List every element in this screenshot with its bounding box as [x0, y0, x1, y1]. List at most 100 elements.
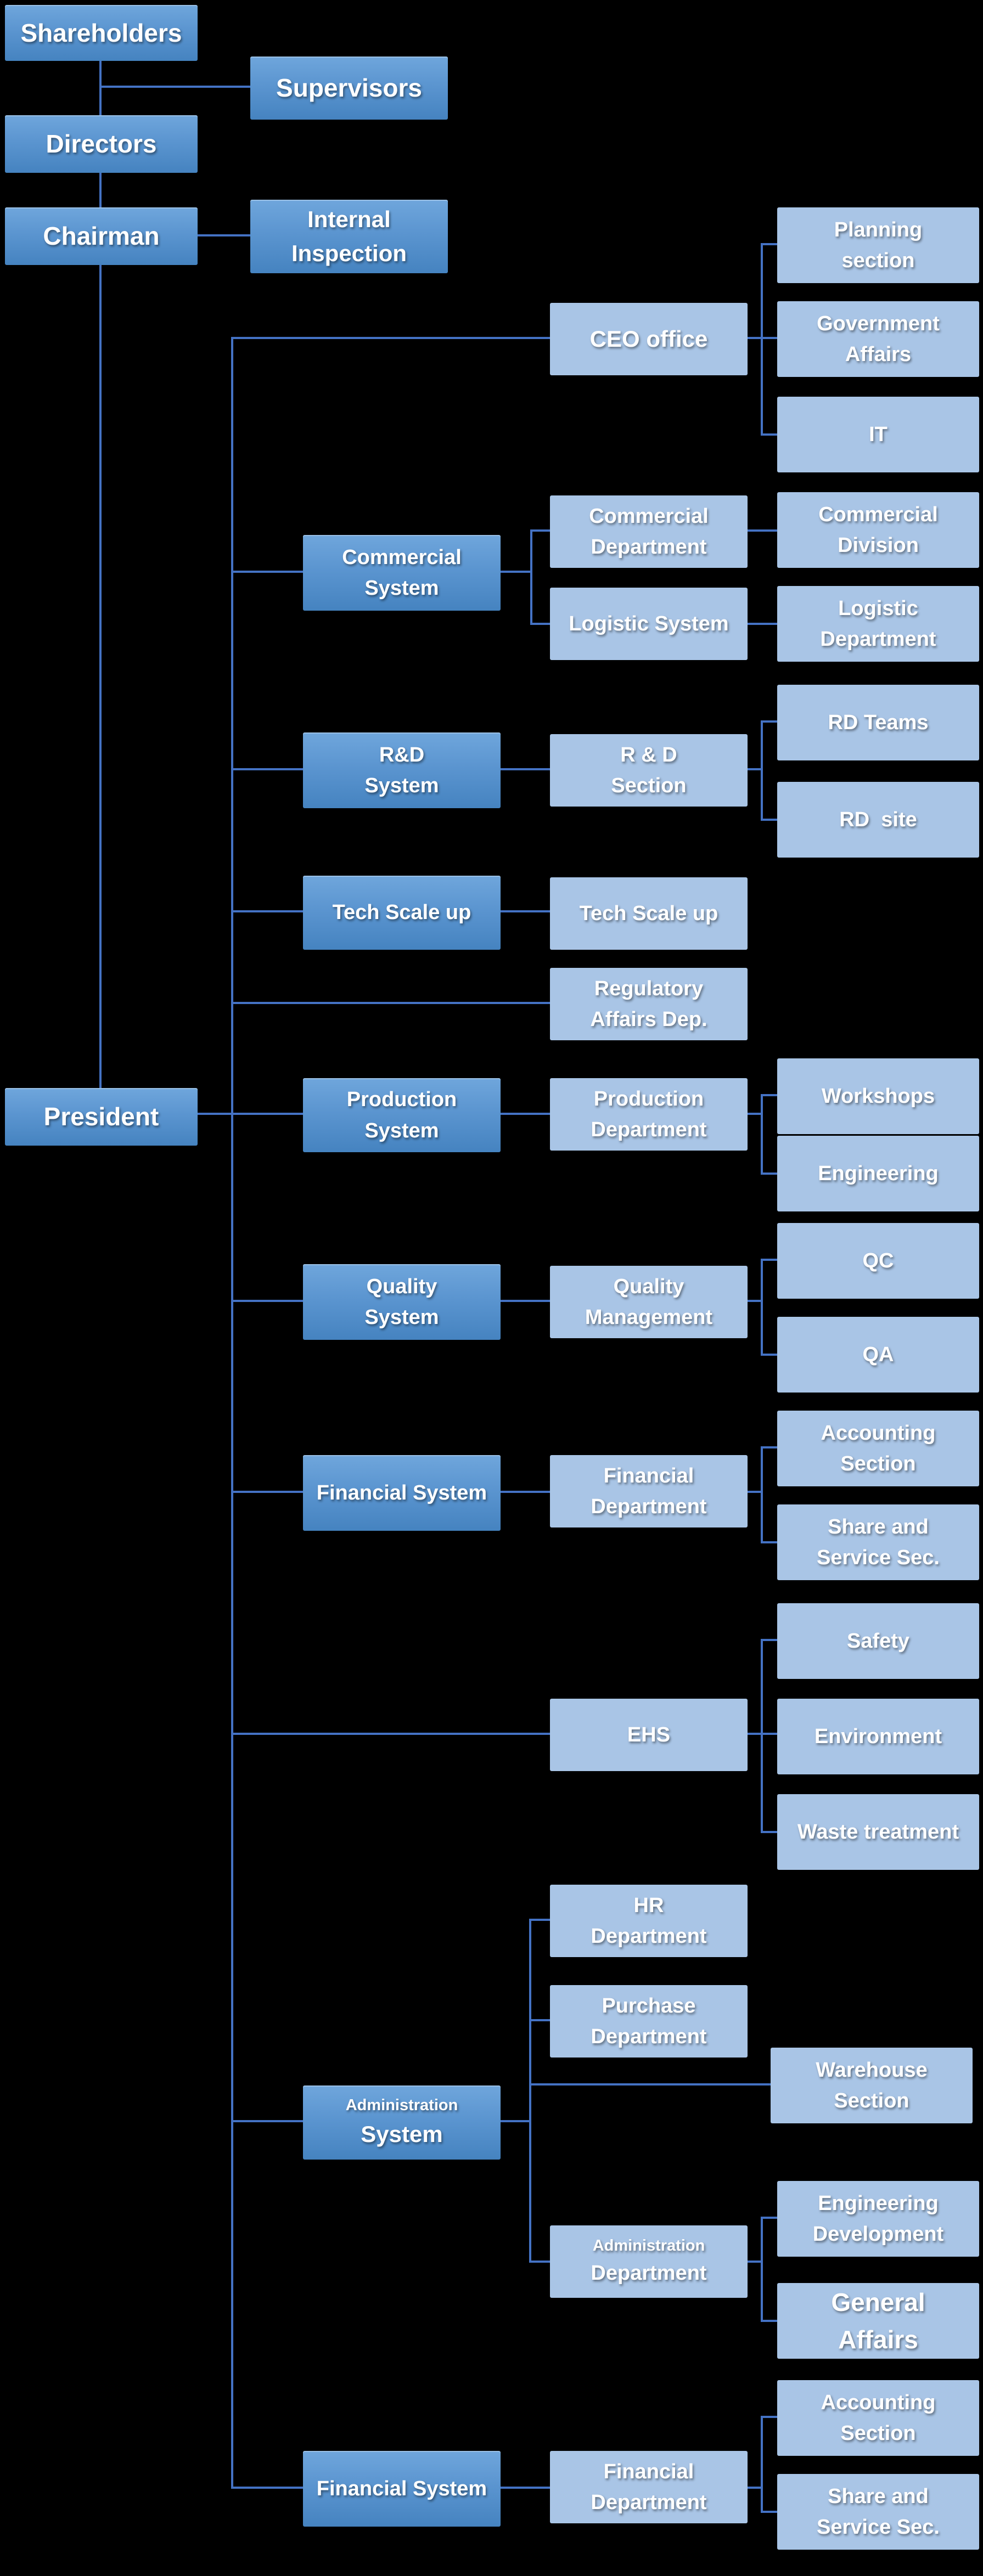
- node-workshops-label: Workshops: [821, 1084, 935, 1108]
- node-production-system-label: System: [364, 1119, 439, 1142]
- node-chairman: Chairman: [5, 207, 198, 265]
- edge-engineering: [762, 1173, 777, 1175]
- node-directors: Directors: [5, 115, 198, 173]
- node-president-label: President: [43, 1102, 159, 1131]
- node-environment: Environment: [777, 1699, 979, 1774]
- edge-quality-3: [748, 1300, 763, 1302]
- edge-environment: [762, 1733, 777, 1735]
- edge-financial-1: [232, 1491, 303, 1493]
- node-planning-section-label: Planning: [834, 218, 923, 241]
- node-share-and-service-sec-2-label: Service Sec.: [817, 2516, 940, 2539]
- edge-accounting: [762, 1446, 777, 1448]
- node-environment-label: Environment: [814, 1724, 942, 1748]
- edge-warehouse: [529, 2083, 771, 2085]
- node-logistic-department-label: Department: [820, 628, 936, 651]
- node-rd-system-label: R&D: [379, 743, 425, 766]
- node-ceo-office-label: CEO office: [589, 325, 708, 352]
- edge-spine-chairman-president: [99, 265, 102, 1088]
- edge-ceo-planning: [762, 243, 777, 245]
- edge-commercial-division: [748, 529, 777, 532]
- edge-rd-1: [232, 768, 303, 770]
- node-rd-site-label: RD site: [839, 808, 917, 831]
- edge-bracket-ceo: [761, 243, 763, 436]
- edge-admin-2: [501, 2120, 531, 2122]
- node-hr-department-label: HR: [633, 1893, 664, 1917]
- node-logistic-system: Logistic System: [550, 588, 748, 660]
- node-general-affairs-label: General: [831, 2287, 925, 2316]
- node-commercial-division-label: Commercial: [818, 503, 938, 526]
- node-engineering: Engineering: [777, 1136, 979, 1211]
- edge-financial2-1: [232, 2487, 303, 2489]
- node-accounting-section-2-label: Section: [840, 2422, 916, 2445]
- node-financial-department-label: Department: [591, 1495, 707, 1518]
- node-commercial-department-label: Department: [591, 536, 707, 559]
- edge-commercial-1: [232, 571, 303, 573]
- node-chairman-label: Chairman: [43, 222, 160, 251]
- node-supervisors-label: Supervisors: [276, 74, 422, 103]
- node-tech-scale-up-dept-label: Tech Scale up: [579, 901, 718, 925]
- edge-ceo-1: [232, 337, 550, 339]
- edge-supervisors: [100, 86, 252, 88]
- edge-rd-3: [748, 768, 763, 770]
- edge-rd-teams: [762, 720, 777, 723]
- node-accounting-section-label: Accounting: [821, 1421, 936, 1445]
- node-accounting-section-2-label: Accounting: [821, 2391, 936, 2414]
- edge-tech-2: [501, 910, 550, 912]
- edge-qc: [762, 1259, 777, 1261]
- edge-workshops: [762, 1094, 777, 1096]
- node-shareholders-label: Shareholders: [20, 18, 182, 47]
- edge-quality-2: [501, 1300, 550, 1302]
- node-rd-teams: RD Teams: [777, 685, 979, 760]
- node-financial-system-2: Financial System: [303, 2451, 501, 2527]
- edge-share-service-2: [762, 2511, 777, 2513]
- node-tech-scale-up-dept: Tech Scale up: [550, 877, 748, 950]
- node-commercial-system-label: System: [364, 577, 439, 600]
- node-engineering-development-label: Development: [812, 2223, 944, 2246]
- edge-production-2: [501, 1113, 550, 1115]
- node-quality-system-label: System: [364, 1306, 439, 1329]
- edge-ceo-2: [748, 337, 763, 339]
- edge-production-3: [748, 1113, 763, 1115]
- node-engineering-label: Engineering: [818, 1162, 939, 1185]
- node-ehs-label: EHS: [627, 1723, 671, 1746]
- edge-spine-directors-chairman: [99, 173, 102, 207]
- edge-trunk: [231, 337, 233, 2489]
- node-rd-section-label: R & D: [620, 743, 677, 766]
- node-waste-treatment-label: Waste treatment: [797, 1820, 959, 1844]
- node-tech-scale-up-system: Tech Scale up: [303, 876, 501, 950]
- node-engineering-development-label: Engineering: [818, 2191, 939, 2215]
- edge-qa: [762, 1354, 777, 1356]
- node-warehouse-section-label: Warehouse: [816, 2058, 928, 2082]
- node-rd-system-label: System: [364, 774, 439, 797]
- node-quality-management-label: Management: [585, 1306, 713, 1329]
- edge-ehs-2: [748, 1733, 763, 1735]
- edge-ceo-it: [762, 433, 777, 436]
- node-share-and-service-sec-label: Share and: [828, 1515, 929, 1538]
- edge-tech-1: [232, 910, 303, 912]
- node-ehs: EHS: [550, 1699, 748, 1771]
- edge-purchase-stub: [529, 2019, 550, 2021]
- node-purchase-department-label: Department: [591, 2025, 707, 2048]
- node-logistic-system-label: Logistic System: [569, 612, 729, 635]
- node-hr-department-label: Department: [591, 1925, 707, 1948]
- node-hr-department: HR Department: [550, 1885, 748, 1957]
- node-planning-section-label: section: [841, 249, 915, 272]
- edge-bracket-quality: [761, 1259, 763, 1356]
- node-workshops: Workshops: [777, 1058, 979, 1134]
- edge-quality-1: [232, 1300, 303, 1302]
